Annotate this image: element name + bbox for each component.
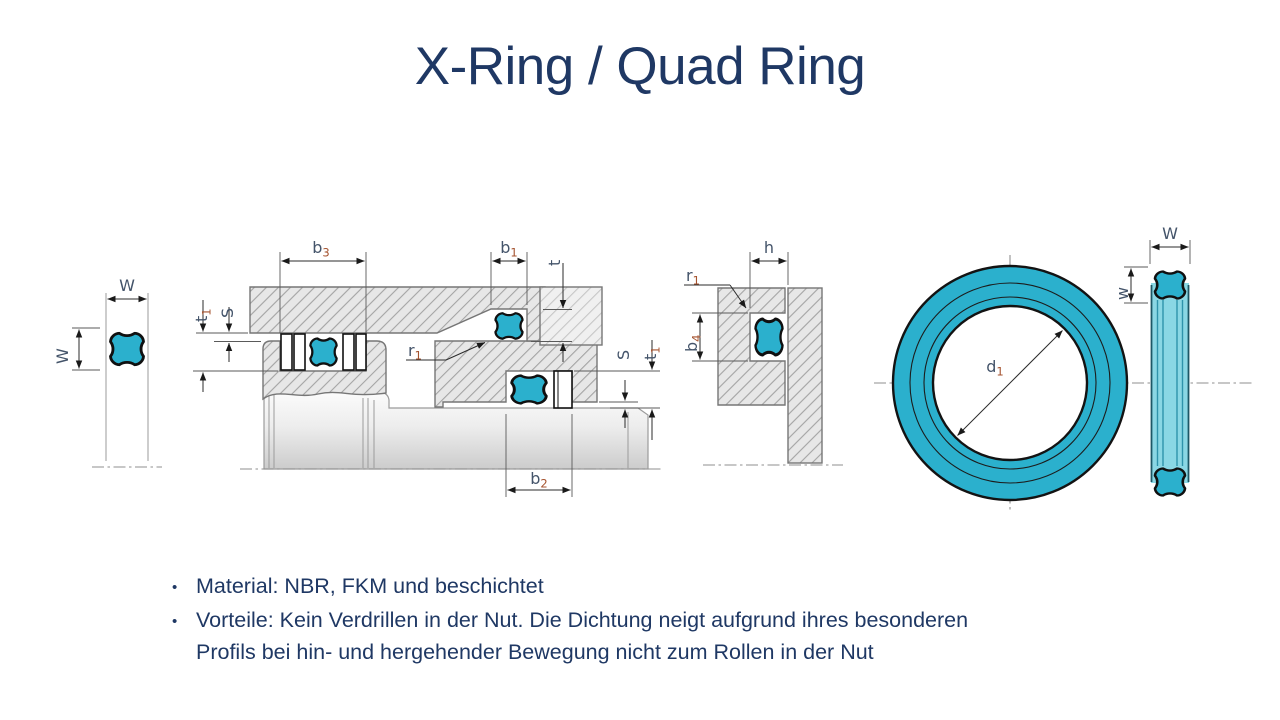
bullet-item: • Vorteile: Kein Verdrillen in der Nut. … (162, 604, 1122, 668)
dim-label-r1-bore: r1 (408, 341, 422, 363)
ring-front-view: d1 (874, 255, 1254, 512)
dim-label-b3: b3 (312, 238, 329, 260)
dim-label-w-ring: w (1113, 287, 1132, 300)
ring-side-edge-lines (1150, 285, 1190, 482)
dim-label-t1-left: t1 (192, 308, 214, 322)
dim-t: t (531, 260, 572, 362)
dim-W-height: W (53, 327, 100, 371)
dim-label-d1: d1 (986, 357, 1003, 379)
dim-label-b2: b2 (530, 469, 547, 491)
bullet-marker: • (172, 613, 178, 630)
dynamic-seal-section-view: b3 t1 S r1 b1 (192, 238, 663, 497)
piston-rod (263, 391, 649, 470)
dim-label-W-height: W (53, 348, 72, 364)
x-ring-piston-seal (309, 337, 338, 367)
axial-seal-section-view: h r1 b4 (682, 238, 843, 466)
bullet-marker: • (172, 579, 178, 596)
dim-b3: b3 (279, 238, 367, 333)
dim-t1-left: t1 (192, 300, 278, 392)
dim-W-width: W (107, 276, 147, 303)
dim-label-W-ring: W (1162, 224, 1178, 243)
bullet-list: • Material: NBR, FKM und beschichtet • V… (162, 570, 1122, 668)
x-ring-section-top (1153, 270, 1187, 300)
dim-b2: b2 (505, 414, 573, 497)
x-ring-axial-seal (753, 317, 785, 357)
dim-w-ring: w (1113, 266, 1148, 304)
bullet-item: • Material: NBR, FKM und beschichtet (162, 570, 1122, 604)
dim-label-W-width: W (119, 276, 135, 295)
dim-label-r1-axial: r1 (686, 266, 700, 288)
dim-W-ring: W (1149, 224, 1191, 264)
bullet-text: Material: NBR, FKM und beschichtet (196, 574, 544, 598)
dim-label-b1: b1 (500, 238, 517, 260)
axial-housing-section (717, 287, 786, 406)
x-ring-profile (109, 331, 145, 367)
dim-label-b4: b4 (682, 335, 704, 352)
end-cap-section (539, 286, 603, 346)
seal-profile-view: W W (53, 276, 162, 468)
bullet-text: Vorteile: Kein Verdrillen in der Nut. Di… (196, 608, 969, 664)
piston-section (262, 340, 387, 401)
dim-b4: b4 (682, 312, 748, 362)
rod-seal-backup-ring (553, 370, 573, 409)
ring-side-view: W w (1113, 224, 1191, 497)
dim-label-t1-right: t1 (641, 346, 663, 360)
ring-lobe-line-inner (923, 296, 1097, 470)
dim-b1: b1 (490, 238, 528, 305)
ring-side-body (1151, 283, 1189, 483)
dim-d1: d1 (957, 330, 1063, 436)
dim-t1-right: t1 (574, 340, 663, 440)
ring-lobe-line-outer (909, 282, 1111, 484)
dim-r1-axial: r1 (684, 266, 747, 309)
dim-label-S-left: S (218, 308, 237, 318)
dim-S-right: S (599, 350, 638, 428)
rod-detail-lines (268, 394, 629, 468)
axial-counterpart-section (787, 287, 823, 464)
dim-label-S-right: S (614, 350, 633, 360)
dim-r1-bore: r1 (406, 341, 486, 363)
x-ring-rod-seal (510, 374, 548, 405)
rod-outline-lines (92, 293, 162, 468)
dim-S-left: S (214, 307, 261, 362)
slide-title: X-Ring / Quad Ring (414, 37, 866, 96)
x-ring-section-bottom (1153, 467, 1187, 497)
dim-label-t: t (545, 260, 564, 266)
dim-h: h (749, 238, 789, 308)
piston-seal-backup-rings (280, 333, 367, 371)
dim-label-h: h (764, 238, 774, 257)
x-ring-housing-seal (494, 312, 524, 340)
rod-gland-section (434, 340, 598, 408)
